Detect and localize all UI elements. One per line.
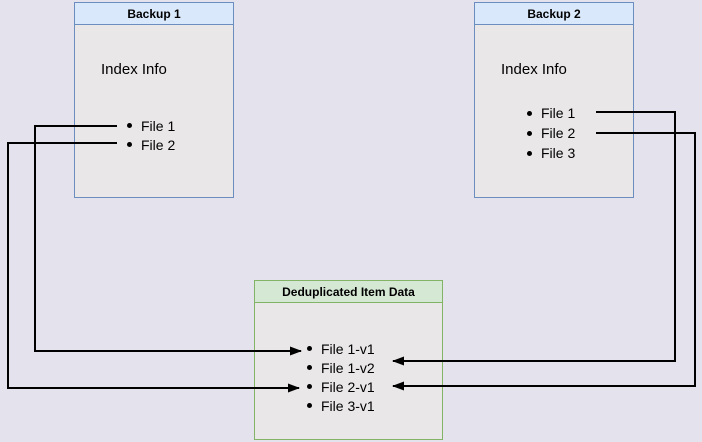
deduplicated-item-data-title: Deduplicated Item Data <box>255 281 442 303</box>
backup2-title: Backup 2 <box>475 3 633 25</box>
list-item-label: File 2-v1 <box>321 378 375 395</box>
bullet-icon <box>527 130 532 136</box>
bullet-icon <box>307 403 312 408</box>
list-item-label: File 2 <box>141 136 176 153</box>
bullet-icon <box>127 142 132 147</box>
list-item: File 2 <box>127 135 175 154</box>
list-item-label: File 3-v1 <box>321 397 375 414</box>
backup1-box: Backup 1 Index Info File 1 File 2 <box>74 2 234 198</box>
bullet-icon <box>527 150 532 156</box>
list-item: File 1 <box>527 103 575 123</box>
backup2-box: Backup 2 Index Info File 1 File 2 File 3 <box>474 2 634 198</box>
list-item: File 3 <box>527 143 575 163</box>
list-item-label: File 1 <box>141 117 176 134</box>
bullet-icon <box>307 346 312 351</box>
list-item-label: File 1-v1 <box>321 340 375 357</box>
list-item-label: File 3 <box>541 145 576 161</box>
list-item: File 3-v1 <box>307 396 375 415</box>
backup2-index-info-label: Index Info <box>501 61 567 78</box>
backup1-title: Backup 1 <box>75 3 233 25</box>
list-item: File 1 <box>127 116 175 135</box>
backup1-index-info-label: Index Info <box>101 61 167 78</box>
list-item-label: File 2 <box>541 125 576 141</box>
bullet-icon <box>527 110 532 116</box>
deduplicated-item-data-box: Deduplicated Item Data File 1-v1 File 1-… <box>254 280 443 440</box>
backup1-file-list: File 1 File 2 <box>127 116 175 154</box>
list-item-label: File 1 <box>541 105 576 121</box>
list-item: File 2 <box>527 123 575 143</box>
backup2-file-list: File 1 File 2 File 3 <box>527 103 575 163</box>
bullet-icon <box>307 384 312 389</box>
bullet-icon <box>307 365 312 370</box>
list-item: File 1-v2 <box>307 358 375 377</box>
bullet-icon <box>127 123 132 128</box>
list-item: File 1-v1 <box>307 339 375 358</box>
list-item-label: File 1-v2 <box>321 359 375 376</box>
deduplicated-file-list: File 1-v1 File 1-v2 File 2-v1 File 3-v1 <box>307 339 375 415</box>
list-item: File 2-v1 <box>307 377 375 396</box>
